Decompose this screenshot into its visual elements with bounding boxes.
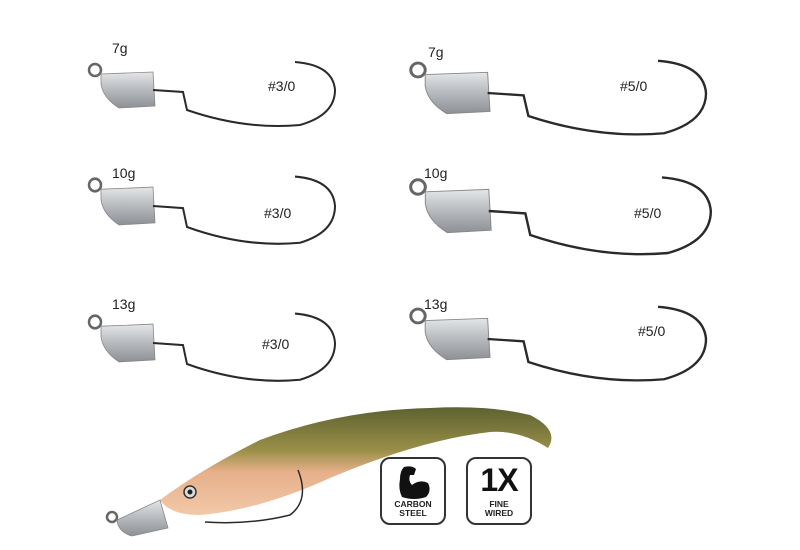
badge-line2: WIRED (484, 508, 514, 518)
hook-size-label: #5/0 (638, 323, 666, 339)
hook-size-label: #3/0 (262, 336, 290, 352)
jig-10g-3-0 (87, 175, 337, 246)
jig-7g-3-0 (87, 60, 337, 128)
weight-label: 10g (424, 165, 448, 181)
badge-line1: CARBON (394, 499, 432, 509)
hook-size-label: #3/0 (268, 78, 296, 94)
badge-big-text: 1X (480, 462, 518, 498)
jig-13g-3-0 (87, 312, 337, 383)
jig-10g-5-0 (409, 175, 713, 256)
badge-line1: FINE (489, 499, 509, 509)
jig-13g-5-0 (409, 305, 708, 382)
soft-lure-rigged (105, 407, 552, 537)
hook-size-label: #5/0 (620, 78, 648, 94)
badge-line2: STEEL (399, 508, 427, 518)
weight-label: 13g (112, 296, 136, 312)
hook-size-label: #3/0 (264, 205, 292, 221)
flexed-arm-icon (399, 466, 430, 499)
weight-label: 7g (428, 44, 444, 60)
weight-label: 10g (112, 165, 136, 181)
weight-label: 13g (424, 296, 448, 312)
hook-size-label: #5/0 (634, 205, 662, 221)
weight-label: 7g (112, 40, 128, 56)
jig-7g-5-0 (409, 59, 708, 136)
